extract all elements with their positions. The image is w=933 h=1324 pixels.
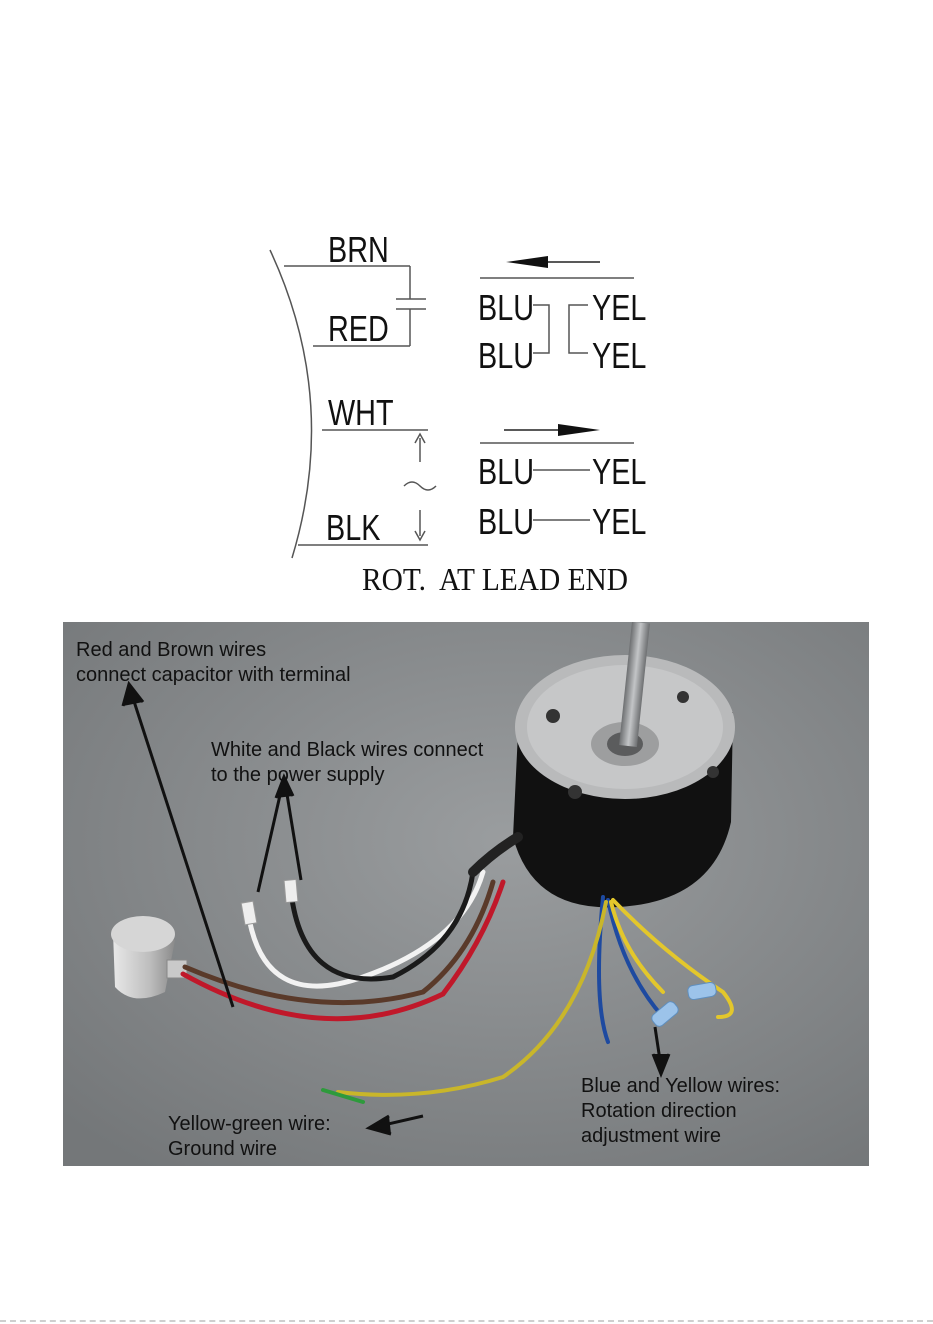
arrow-right-icon bbox=[558, 424, 600, 436]
wire-label-brn: BRN bbox=[328, 229, 389, 270]
motor-edge-curve bbox=[270, 250, 312, 558]
ccw-right-1: YEL bbox=[592, 287, 646, 328]
rotation-config-ccw: BLU BLU YEL YEL bbox=[478, 256, 646, 376]
ccw-left-1: BLU bbox=[478, 287, 534, 328]
page-bottom-dashed-line bbox=[0, 1320, 933, 1322]
cw-left-1: BLU bbox=[478, 451, 534, 492]
annotation-ground-wire: Yellow-green wire: Ground wire bbox=[168, 1112, 331, 1162]
wiring-diagram: BRN RED WHT BLK BLU BLU YEL YEL bbox=[0, 0, 933, 620]
annotation-power-wires: White and Black wires connect to the pow… bbox=[211, 738, 483, 788]
cw-right-1: YEL bbox=[592, 451, 646, 492]
arrow-left-icon bbox=[506, 256, 548, 268]
wire-label-red: RED bbox=[328, 308, 389, 349]
annotation-capacitor-wires: Red and Brown wires connect capacitor wi… bbox=[76, 638, 351, 688]
ccw-right-2: YEL bbox=[592, 335, 646, 376]
cw-right-2: YEL bbox=[592, 501, 646, 542]
wire-label-blk: BLK bbox=[326, 507, 381, 548]
rotation-config-cw: BLU BLU YEL YEL bbox=[478, 424, 646, 542]
cw-left-2: BLU bbox=[478, 501, 534, 542]
diagram-caption: ROT. AT LEAD END bbox=[362, 561, 628, 597]
ccw-left-2: BLU bbox=[478, 335, 534, 376]
annotation-rotation-wires: Blue and Yellow wires: Rotation directio… bbox=[581, 1074, 780, 1149]
motor-photo: Red and Brown wires connect capacitor wi… bbox=[63, 622, 869, 1166]
wire-label-wht: WHT bbox=[328, 392, 394, 433]
